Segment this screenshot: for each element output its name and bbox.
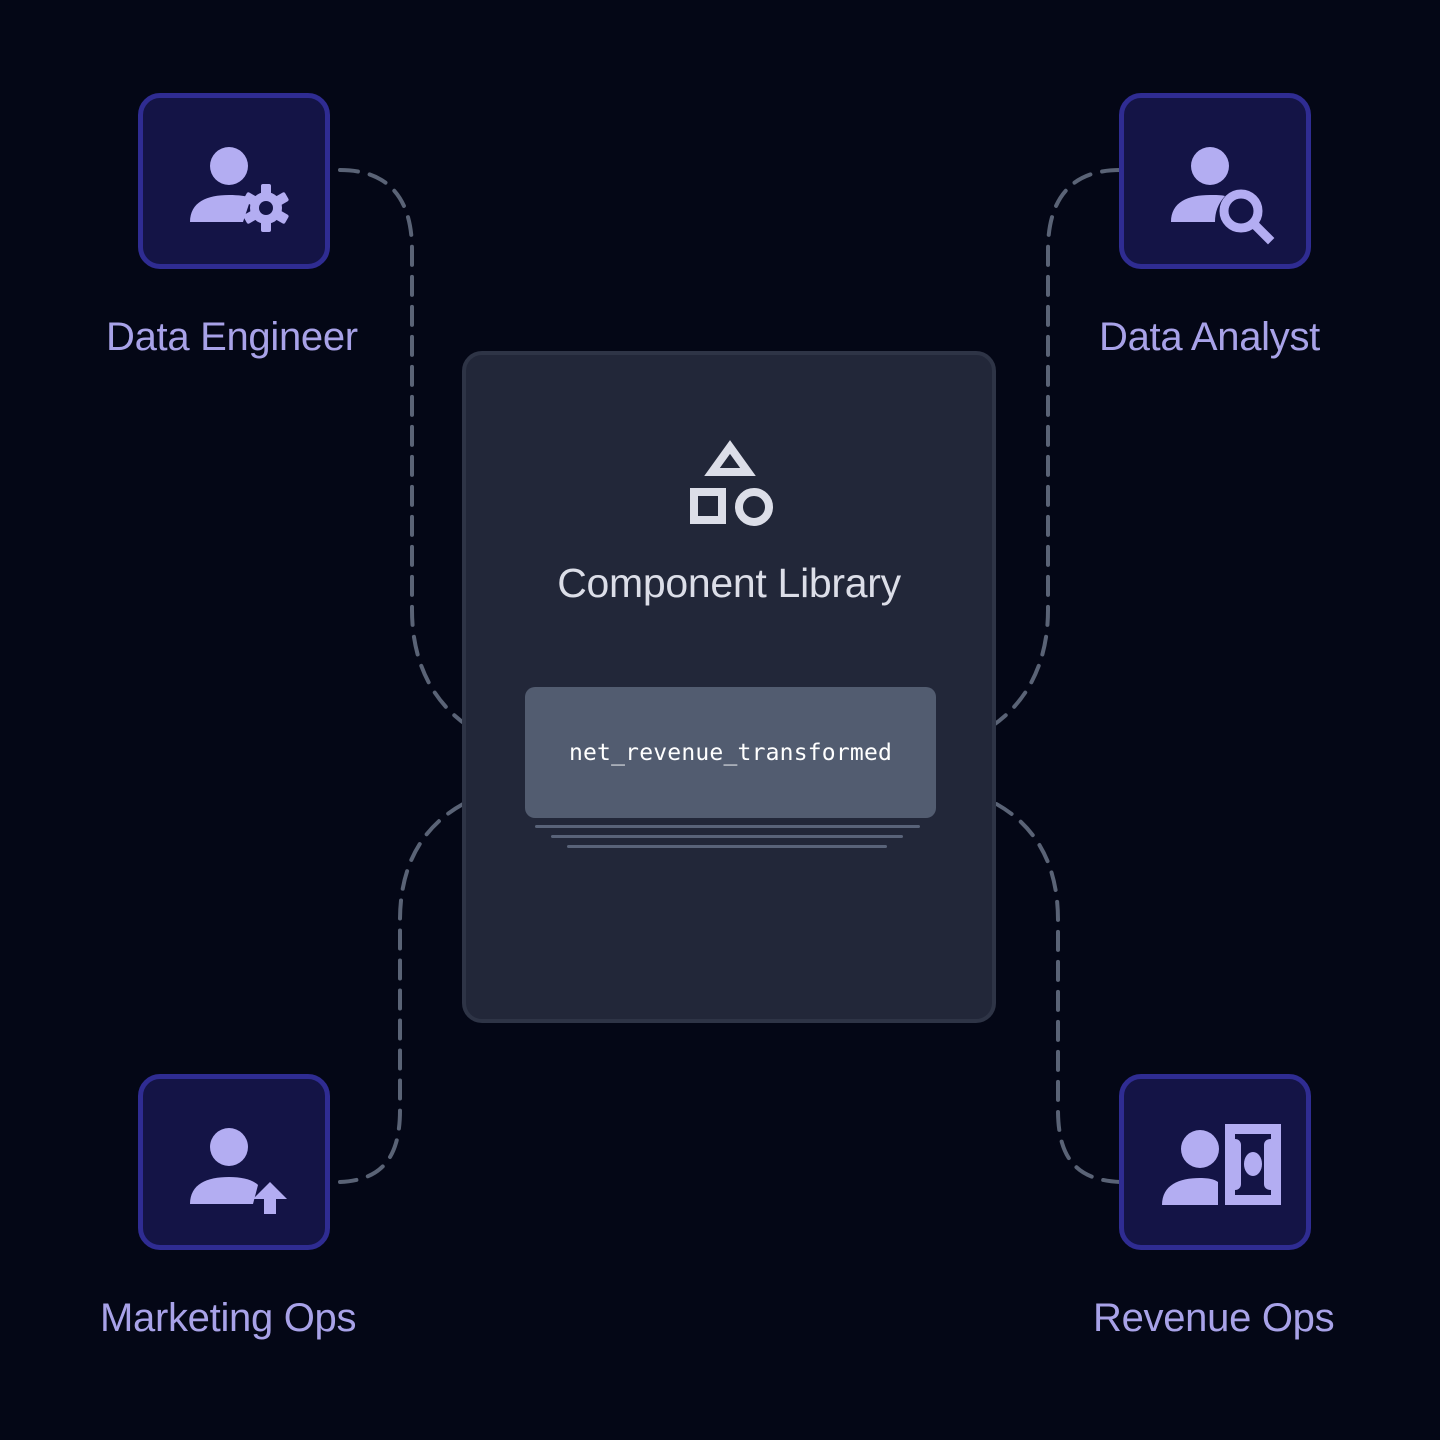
persona-label-data-engineer: Data Engineer bbox=[106, 315, 358, 359]
persona-data-analyst bbox=[1119, 93, 1311, 269]
user-gear-icon bbox=[190, 147, 289, 232]
model-chip[interactable]: net_revenue_transformed bbox=[525, 687, 936, 818]
persona-label-marketing-ops: Marketing Ops bbox=[100, 1296, 357, 1340]
persona-data-engineer bbox=[138, 93, 330, 269]
model-name: net_revenue_transformed bbox=[568, 739, 893, 766]
user-upload-icon bbox=[190, 1128, 287, 1214]
persona-marketing-ops bbox=[138, 1074, 330, 1250]
persona-label-revenue-ops: Revenue Ops bbox=[1093, 1296, 1335, 1340]
component-library-title: Component Library bbox=[557, 560, 901, 606]
stack-line bbox=[551, 835, 903, 838]
user-search-icon bbox=[1171, 147, 1275, 245]
connector-data-engineer bbox=[338, 168, 522, 750]
stack-line bbox=[567, 845, 887, 848]
stack-line bbox=[535, 825, 920, 828]
shapes-icon bbox=[690, 440, 773, 526]
connector-revenue-ops bbox=[938, 783, 1122, 1184]
user-money-icon bbox=[1162, 1124, 1281, 1205]
persona-label-data-analyst: Data Analyst bbox=[1099, 315, 1320, 359]
persona-revenue-ops bbox=[1119, 1074, 1311, 1250]
connector-marketing-ops bbox=[338, 783, 522, 1184]
connector-data-analyst bbox=[938, 168, 1122, 750]
